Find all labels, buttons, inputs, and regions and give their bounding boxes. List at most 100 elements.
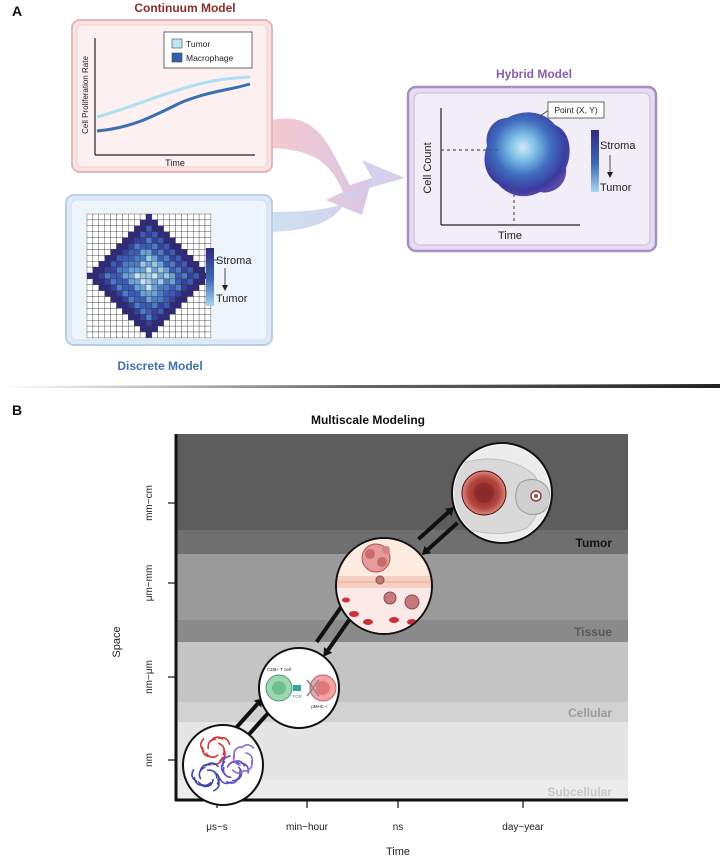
grid-cell <box>139 225 147 232</box>
grid-cell <box>134 278 141 285</box>
grid-cell <box>151 302 158 309</box>
grid-cell <box>181 261 188 268</box>
grid-cell <box>104 320 111 327</box>
grid-cell <box>187 302 194 309</box>
grid-cell <box>92 290 99 297</box>
discrete-scale-top: Stroma <box>216 255 252 267</box>
grid-cell <box>187 320 194 327</box>
grid-cell <box>157 243 164 250</box>
grid-cell <box>92 314 99 321</box>
grid-cell <box>198 290 206 297</box>
grid-cell <box>198 278 206 285</box>
tissue-cell-2 <box>377 557 387 567</box>
tissue-cell-3 <box>382 546 390 554</box>
band-label-tumor: Tumor <box>576 536 613 550</box>
grid-cell <box>104 302 111 309</box>
tissue-cell-1 <box>365 549 375 559</box>
grid-cell <box>122 249 129 256</box>
space-axis-label: Space <box>111 626 123 657</box>
macrophage-curve <box>96 82 251 133</box>
rbc-1 <box>349 611 359 617</box>
grid-cell <box>145 325 153 333</box>
grid-cell <box>181 213 188 221</box>
grid-cell <box>157 266 164 274</box>
grid-cell <box>122 225 129 232</box>
grid-cell <box>145 272 153 280</box>
grid-cell <box>175 249 182 256</box>
grid-cell <box>163 308 170 315</box>
grid-cell <box>116 308 123 315</box>
grid-cell <box>169 325 176 333</box>
grid-cell <box>187 261 194 268</box>
grid-cell <box>104 255 111 262</box>
grid-cell <box>92 296 99 303</box>
continuum-x-label: Time <box>165 158 185 168</box>
protein-ribbon <box>191 769 198 783</box>
grid-cell <box>110 261 117 268</box>
grid-cell <box>128 249 135 256</box>
grid-cell <box>122 272 129 280</box>
grid-cell <box>193 237 200 244</box>
grid-cell <box>151 314 158 321</box>
grid-cell <box>86 249 94 256</box>
grid-cell <box>193 325 200 333</box>
grid-cell <box>92 278 99 285</box>
grid-cell <box>193 308 200 315</box>
grid-cell <box>110 225 117 232</box>
grid-cell <box>187 290 194 297</box>
grid-cell <box>139 308 147 315</box>
grid-cell <box>98 266 105 274</box>
grid-cell <box>145 219 153 226</box>
grid-cell <box>98 231 105 238</box>
grid-cell <box>163 237 170 244</box>
callout-label: Point (X, Y) <box>554 105 597 115</box>
grid-cell <box>139 243 147 250</box>
discrete-scale-bottom: Tumor <box>216 293 248 305</box>
protein-ribbon <box>240 762 250 774</box>
grid-cell <box>86 331 94 339</box>
grid-cell <box>193 302 200 309</box>
grid-cell <box>169 331 176 339</box>
grid-cell <box>116 325 123 333</box>
subcellular-circle-content <box>191 736 255 792</box>
grid-cell <box>128 308 135 315</box>
tcr-receptor <box>293 685 301 691</box>
grid-cell <box>128 284 135 291</box>
band-subcellular-label-strip <box>176 780 628 800</box>
grid-cell <box>86 255 94 262</box>
grid-cell <box>151 225 158 232</box>
grid-cell <box>98 261 105 268</box>
grid-cell <box>110 325 117 333</box>
legend-tumor-swatch <box>171 38 183 49</box>
grid-cell <box>181 320 188 327</box>
grid-cell <box>122 278 129 285</box>
grid-cell <box>134 272 141 280</box>
grid-cell <box>139 325 147 333</box>
protein-ribbon <box>213 771 220 785</box>
grid-cell <box>204 320 212 327</box>
grid-cell <box>198 331 206 339</box>
grid-cell <box>128 237 135 244</box>
grid-cell <box>116 272 123 280</box>
grid-cell <box>139 237 147 244</box>
band-tissue-range <box>176 642 628 702</box>
grid-cell <box>134 225 141 232</box>
grid-cell <box>181 266 188 274</box>
grid-cell <box>151 278 158 285</box>
grid-cell <box>128 219 135 226</box>
hybrid-tumor-blob <box>484 112 570 197</box>
grid-cell <box>151 237 158 244</box>
grid-cell <box>181 308 188 315</box>
grid-cell <box>198 325 206 333</box>
grid-cell <box>116 290 123 297</box>
grid-cell <box>86 219 94 226</box>
grid-cell <box>98 213 105 221</box>
protein-ribbon <box>211 756 223 766</box>
grid-cell <box>145 249 153 256</box>
grid-cell <box>151 325 158 333</box>
grid-cell <box>110 243 117 250</box>
grid-cell <box>157 331 164 339</box>
grid-cell <box>175 255 182 262</box>
grid-cell <box>98 290 105 297</box>
grid-cell <box>163 261 170 268</box>
